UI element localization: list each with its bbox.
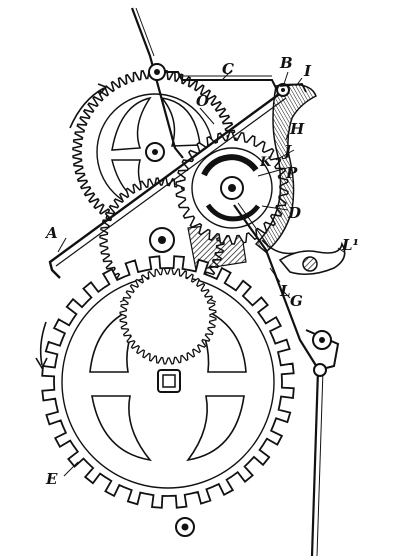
escape-wheel-d [175, 131, 289, 245]
label-c: C [222, 60, 234, 78]
lever-c [154, 71, 277, 89]
label-l1: L¹ [341, 236, 359, 254]
label-a: A [44, 224, 58, 242]
label-e: E [45, 470, 58, 488]
label-d: D [287, 204, 301, 222]
lever-a [48, 91, 287, 279]
latch-l1 [278, 241, 346, 276]
leader-lines [57, 69, 345, 477]
label-g: G [290, 292, 303, 310]
label-k: K [259, 155, 272, 170]
label-b: B [279, 54, 293, 72]
label-o: O [196, 92, 209, 110]
upper-rod [130, 7, 184, 159]
rotation-arrow-lower [35, 321, 48, 370]
label-j: J [281, 142, 292, 160]
label-i: I [303, 62, 312, 80]
label-h: H [289, 120, 305, 138]
pendulum-rod [305, 329, 340, 557]
rotation-arrow-upper [69, 83, 108, 129]
pivots-b-i [148, 63, 307, 97]
label-p: P [285, 164, 298, 182]
great-wheel-e [41, 255, 295, 509]
crutch-rod-g [233, 202, 321, 373]
bottom-pivot [175, 517, 195, 537]
label-l: L [279, 282, 291, 300]
